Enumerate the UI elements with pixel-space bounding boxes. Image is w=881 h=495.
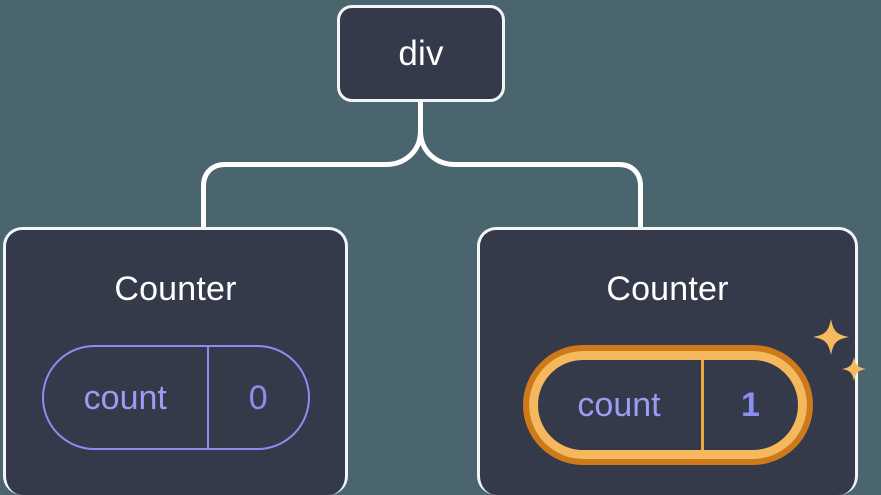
state-key-label-left: count (83, 378, 167, 417)
diagram-title: React component tree with highlighted st… (0, 0, 1, 1)
node-counter-right[interactable]: Counter count 1 (477, 227, 866, 495)
state-value-label-right: 1 (741, 386, 760, 424)
state-pill-left[interactable]: count 0 (41, 345, 310, 450)
sparkles-group (812, 319, 866, 381)
connector-branch-left (201, 128, 423, 231)
node-counter-right-label: Counter (606, 270, 729, 308)
state-pill-right-highlight-ring: count 1 (522, 345, 813, 465)
node-counter-left-label: Counter (114, 270, 237, 308)
node-div[interactable]: div (337, 5, 505, 102)
state-pill-right[interactable]: count 1 (528, 351, 807, 459)
state-value-cell-right: 1 (704, 360, 798, 450)
state-value-cell-left: 0 (209, 347, 308, 448)
node-div-label: div (398, 34, 444, 73)
sparkle-icon-large (812, 319, 849, 355)
state-value-label-left: 0 (248, 378, 268, 417)
state-key-label-right: count (577, 386, 661, 424)
sparkle-icon-small (841, 357, 866, 381)
state-key-cell-right: count (538, 360, 704, 450)
state-pill-right-wrap: count 1 (522, 319, 866, 465)
state-pill-left-wrap: count 0 (41, 345, 310, 450)
state-key-cell-left: count (44, 347, 209, 448)
connector-branch-right (418, 128, 643, 231)
node-counter-left[interactable]: Counter count 0 (3, 227, 348, 495)
